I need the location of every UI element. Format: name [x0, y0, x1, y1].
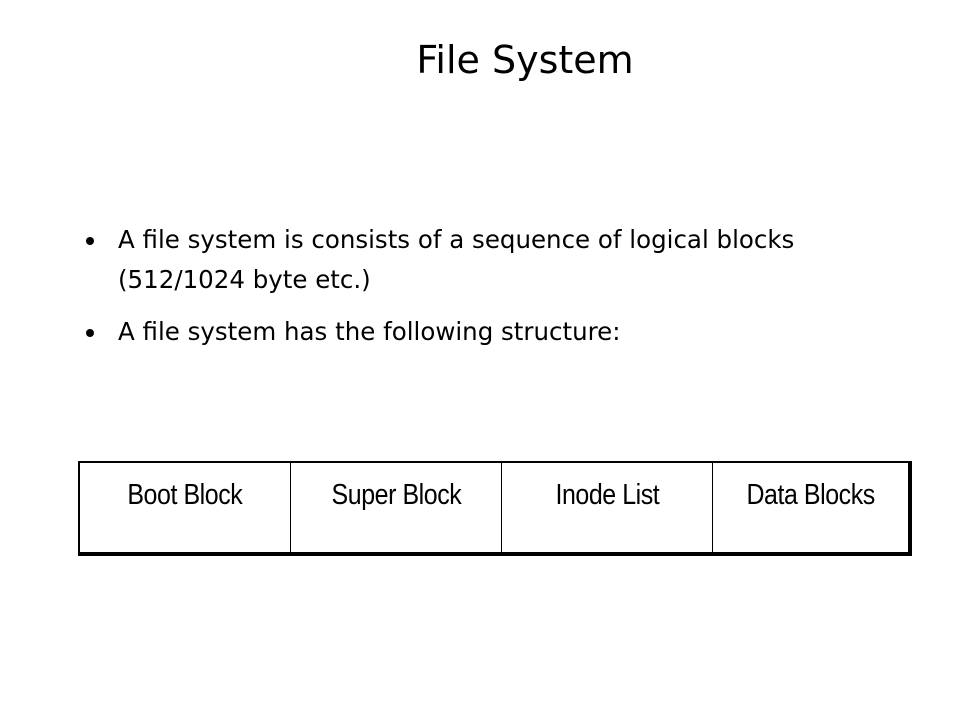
- bullet-text: A file system is consists of a sequence …: [118, 225, 795, 294]
- structure-cell-label: Super Block: [331, 479, 461, 511]
- bullet-item: A file system has the following structur…: [82, 312, 882, 352]
- bullet-dot-icon: [86, 329, 94, 337]
- bullet-text: A file system has the following structur…: [118, 317, 621, 346]
- slide-title: File System: [416, 38, 634, 82]
- bullet-dot-icon: [86, 237, 94, 245]
- file-system-structure-table: Boot Block Super Block Inode List Data B…: [78, 461, 912, 556]
- structure-cell-label: Inode List: [555, 479, 659, 511]
- structure-cell-super-block: Super Block: [290, 462, 502, 554]
- structure-cell-label: Data Blocks: [746, 479, 875, 511]
- structure-cell-data-blocks: Data Blocks: [713, 462, 911, 554]
- structure-cell-boot-block: Boot Block: [79, 462, 291, 554]
- bullet-item: A file system is consists of a sequence …: [82, 220, 882, 300]
- structure-cell-label: Boot Block: [127, 479, 243, 511]
- bullet-list: A file system is consists of a sequence …: [82, 220, 882, 364]
- structure-row: Boot Block Super Block Inode List Data B…: [79, 462, 910, 554]
- structure-cell-inode-list: Inode List: [501, 462, 713, 554]
